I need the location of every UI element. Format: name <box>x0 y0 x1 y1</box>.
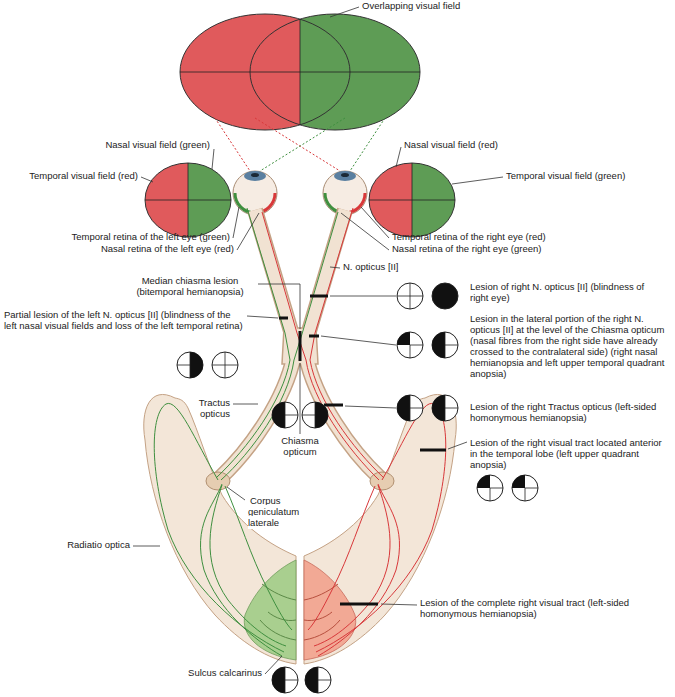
structure-label-box: Corpus geniculatum laterale <box>248 496 306 529</box>
lesion-label: Lesion of the right visual tract located… <box>470 437 662 470</box>
field-label-box: Temporal visual field (green) <box>506 171 671 182</box>
field-outline <box>145 163 231 237</box>
pupil <box>251 173 259 177</box>
structure-label-box: Radiatio optica <box>30 540 130 551</box>
iris <box>334 171 356 181</box>
structure-label-box: Sulcus calcarinus <box>150 668 262 679</box>
retina-label: Temporal retina of the right eye (red) <box>392 231 546 242</box>
projection-line <box>215 118 340 171</box>
field-defect-symbol <box>432 283 458 309</box>
eye <box>323 171 367 215</box>
structure-label-box: N. opticus [II] <box>343 262 418 273</box>
field-defect-symbol <box>302 402 328 428</box>
cortex-sulci <box>304 584 340 640</box>
field-label: Temporal visual field (green) <box>506 170 625 181</box>
structure-label: Tractus opticus <box>199 397 230 419</box>
field-defect-symbol <box>212 352 238 378</box>
field-label: Temporal visual field (red) <box>29 170 138 181</box>
radiation-band <box>304 394 456 664</box>
field-label-box: Temporal visual field (red) <box>0 171 138 182</box>
field-label: Nasal visual field (red) <box>404 139 498 150</box>
structure-label: Corpus geniculatum laterale <box>248 494 299 529</box>
structure-label: Chiasma opticum <box>281 435 319 457</box>
cortex-sulci <box>260 584 296 640</box>
field-defect-symbol <box>512 475 538 501</box>
overlapping-field <box>170 8 430 138</box>
lesion-label-box: Lesion of the complete right visual trac… <box>420 598 640 620</box>
retina-label-box: Nasal retina of the left eye (red) <box>30 244 234 255</box>
field-defect-symbol <box>305 667 331 693</box>
structure-label-box: Chiasma opticum <box>272 436 328 458</box>
retina-label: Temporal retina of the left eye (green) <box>72 231 230 242</box>
field-defect-symbol <box>397 395 423 421</box>
lesion-label: Lesion in the lateral portion of the rig… <box>470 313 664 379</box>
retina-label: Nasal retina of the left eye (red) <box>101 243 234 254</box>
lesion-label-box: Lesion of the right visual tract located… <box>470 438 670 471</box>
lesion-label-box: Lesion of the right Tractus opticus (lef… <box>470 402 670 424</box>
field-defect-symbol <box>432 332 458 358</box>
eye <box>233 171 277 215</box>
lesion-marker <box>279 296 446 604</box>
retina-red <box>345 193 365 213</box>
lesion-label: Lesion of the right Tractus opticus (lef… <box>470 401 656 423</box>
lesion-label-box: Lesion in the lateral portion of the rig… <box>470 314 672 380</box>
field-label: Nasal visual field (green) <box>105 139 210 150</box>
field-defect-symbol <box>397 332 423 358</box>
field-defect-symbol <box>397 283 423 309</box>
retina-green <box>235 193 255 213</box>
field-defect-symbol <box>272 667 298 693</box>
field-label-box: Overlapping visual field <box>362 1 492 12</box>
radiation-band <box>144 394 296 664</box>
lesion-label: Lesion of right N. opticus [II] (blindne… <box>470 281 644 303</box>
structure-label: Sulcus calcarinus <box>188 667 262 678</box>
projection-line <box>260 118 385 171</box>
retina-label-box: Temporal retina of the left eye (green) <box>30 232 230 243</box>
lesion-label-box: Median chiasma lesion (bitemporal hemian… <box>125 276 255 298</box>
field-label-box: Nasal visual field (green) <box>70 140 210 151</box>
lesion-label: Lesion of the complete right visual trac… <box>420 597 629 619</box>
field-defect-symbol <box>432 395 458 421</box>
lesion-label-box: Partial lesion of the left N. opticus [I… <box>4 310 244 332</box>
field-outline <box>369 163 455 237</box>
radiation-right <box>304 394 456 664</box>
field-axes <box>180 19 420 125</box>
lesion-label: Median chiasma lesion (bitemporal hemian… <box>136 275 243 297</box>
field-axes <box>145 163 231 237</box>
field-label-box: Nasal visual field (red) <box>404 140 544 151</box>
iris <box>244 171 266 181</box>
retina-label-box: Nasal retina of the right eye (green) <box>392 244 592 255</box>
field-defect-symbol <box>477 475 503 501</box>
structure-label-box: Tractus opticus <box>170 398 230 420</box>
field-label: Overlapping visual field <box>362 0 460 11</box>
leader-line <box>133 7 503 674</box>
structure-label: N. opticus [II] <box>343 261 398 272</box>
field-defect-symbol <box>177 352 203 378</box>
lesion-label-box: Lesion of right N. opticus [II] (blindne… <box>470 282 665 304</box>
retina-label: Nasal retina of the right eye (green) <box>392 243 541 254</box>
retina-label-box: Temporal retina of the right eye (red) <box>392 232 592 243</box>
pupil <box>341 173 349 177</box>
lesion-label: Partial lesion of the left N. opticus [I… <box>4 309 243 331</box>
structure-label: Radiatio optica <box>67 539 130 550</box>
fibres-red <box>262 208 384 480</box>
field-defect-symbol <box>272 402 298 428</box>
field-axes <box>369 163 455 237</box>
